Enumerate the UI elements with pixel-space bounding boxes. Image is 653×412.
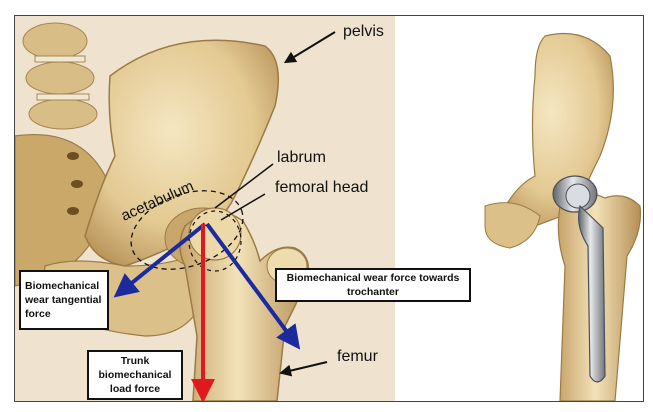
femur-label: femur [337,349,378,365]
spine [23,23,97,129]
hip-illustration [15,16,643,401]
tangential-force-box: Biomechanical wear tangential force [19,270,109,330]
femoral-head-label: femoral head [275,180,368,196]
pelvis-label: pelvis [343,24,384,40]
figure-frame: pelvis labrum femoral head acetabulum fe… [14,15,644,402]
trunk-force-box: Trunk biomechanical load force [87,350,183,400]
trochanter-force-box: Biomechanical wear force towards trochan… [275,268,471,302]
labrum-label: labrum [277,150,326,166]
prosthetic-head [566,184,590,208]
prosthesis-illustration [485,34,640,402]
